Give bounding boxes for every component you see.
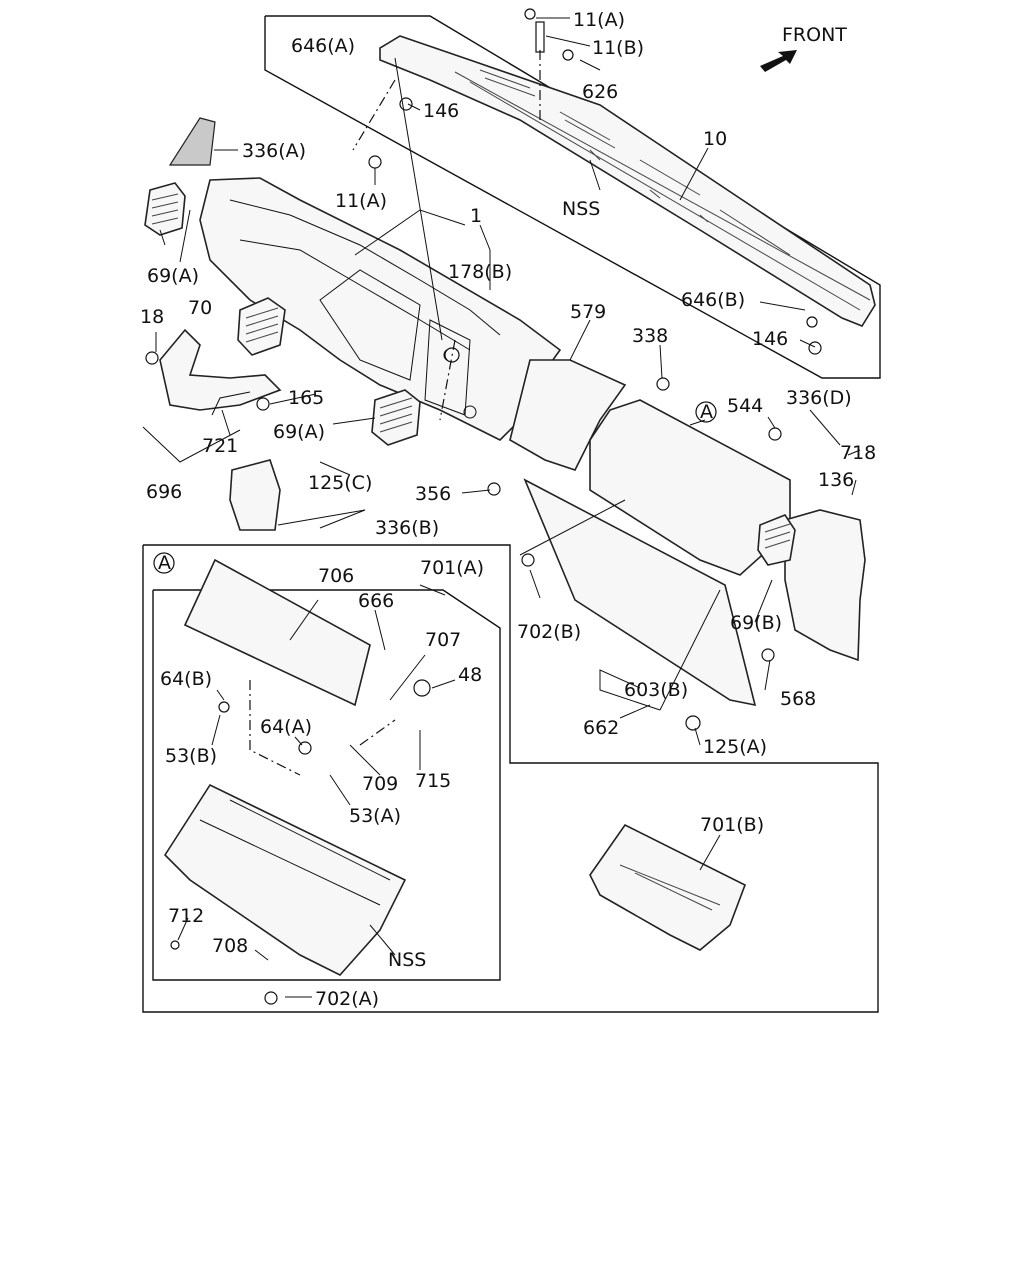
label-53a: 53(A) xyxy=(349,805,401,827)
label-336a: 336(A) xyxy=(242,140,306,162)
instrument-panel-body xyxy=(199,177,562,441)
label-1: 1 xyxy=(470,205,482,227)
glovebox-assembly xyxy=(589,399,791,576)
label-125a: 125(A) xyxy=(703,736,767,758)
label-701b: 701(B) xyxy=(700,814,764,836)
label-165: 165 xyxy=(288,387,324,409)
circle-a-inset-marker xyxy=(153,552,175,574)
side-vent-336a xyxy=(168,117,216,166)
label-702b: 702(B) xyxy=(517,621,581,643)
label-53b: 53(B) xyxy=(165,745,217,767)
assembly-lines xyxy=(249,50,721,776)
label-circle-a-top: A xyxy=(700,401,713,423)
label-70: 70 xyxy=(188,297,212,319)
trim-721 xyxy=(211,391,251,416)
label-579: 579 xyxy=(570,301,606,323)
label-146-top: 146 xyxy=(423,100,459,122)
front-arrow-icon xyxy=(760,50,797,72)
label-125c: 125(C) xyxy=(308,472,372,494)
leader-lines xyxy=(142,17,861,998)
inset-a-frame xyxy=(152,589,501,981)
label-48: 48 xyxy=(458,664,482,686)
air-register-69a-left xyxy=(144,182,186,236)
label-646b: 646(B) xyxy=(681,289,745,311)
air-register-69a-mid xyxy=(371,389,421,446)
label-712: 712 xyxy=(168,905,204,927)
label-136: 136 xyxy=(818,469,854,491)
label-64a: 64(A) xyxy=(260,716,312,738)
label-64b: 64(B) xyxy=(160,668,212,690)
label-696: 696 xyxy=(146,481,182,503)
lower-center-579 xyxy=(509,359,627,471)
label-nss-top: NSS xyxy=(562,198,600,220)
label-356: 356 xyxy=(415,483,451,505)
label-11a-top: 11(A) xyxy=(573,9,625,31)
label-11b: 11(B) xyxy=(592,37,644,59)
label-715: 715 xyxy=(415,770,451,792)
label-178b: 178(B) xyxy=(448,261,512,283)
label-718: 718 xyxy=(840,442,876,464)
label-568: 568 xyxy=(780,688,816,710)
label-708: 708 xyxy=(212,935,248,957)
callout-labels: 11(A) 11(B) 646(A) 626 146 10 336(A) 11(… xyxy=(140,9,876,1010)
label-706: 706 xyxy=(318,565,354,587)
label-69a-mid: 69(A) xyxy=(273,421,325,443)
label-666: 666 xyxy=(358,590,394,612)
glovebox-lid-706 xyxy=(183,558,371,707)
label-146-right: 146 xyxy=(752,328,788,350)
lower-panel-662 xyxy=(523,478,757,707)
label-707: 707 xyxy=(425,629,461,651)
label-11a-mid: 11(A) xyxy=(335,190,387,212)
label-336b: 336(B) xyxy=(375,517,439,539)
label-662: 662 xyxy=(583,717,619,739)
glovebox-bin-701a xyxy=(163,783,407,976)
label-69b: 69(B) xyxy=(730,612,782,634)
label-circle-a-inset: A xyxy=(158,552,171,574)
front-label: FRONT xyxy=(782,24,847,46)
label-603b: 603(B) xyxy=(624,679,688,701)
label-626: 626 xyxy=(582,81,618,103)
label-10: 10 xyxy=(703,128,727,150)
side-cover-336d xyxy=(784,509,866,662)
knee-cover-336b xyxy=(229,459,281,531)
label-69a-left: 69(A) xyxy=(147,265,199,287)
label-18: 18 xyxy=(140,306,164,328)
lower-frame-box xyxy=(142,544,879,1013)
label-702a: 702(A) xyxy=(315,988,379,1010)
glovebox-bin-701b xyxy=(589,823,747,951)
air-register-70 xyxy=(237,297,286,356)
fasteners xyxy=(145,8,822,1005)
label-709: 709 xyxy=(362,773,398,795)
air-register-69b xyxy=(757,514,796,566)
label-721: 721 xyxy=(202,435,238,457)
circle-a-top-marker xyxy=(695,401,717,423)
label-nss-bottom: NSS xyxy=(388,949,426,971)
lower-cover-696 xyxy=(159,328,282,411)
top-frame-box xyxy=(264,15,881,379)
label-646a: 646(A) xyxy=(291,35,355,57)
label-701a: 701(A) xyxy=(420,557,484,579)
label-544: 544 xyxy=(727,395,763,417)
label-338: 338 xyxy=(632,325,668,347)
defroster-panel xyxy=(379,35,876,327)
label-336d: 336(D) xyxy=(786,387,852,409)
